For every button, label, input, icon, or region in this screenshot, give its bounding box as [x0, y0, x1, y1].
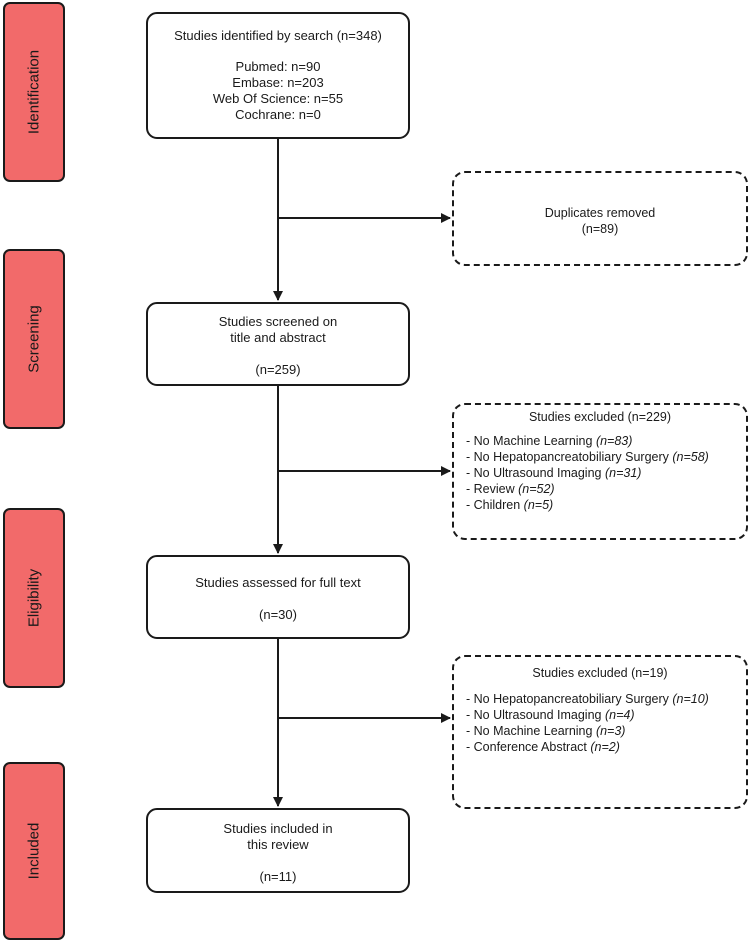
reason-label: - No Hepatopancreatobiliary Surgery	[466, 692, 673, 706]
excluded-fulltext-title: Studies excluded (n=19)	[532, 666, 668, 680]
phase-included: Included	[3, 762, 65, 940]
included-box: Studies included in this review (n=11)	[146, 808, 410, 893]
fulltext-box: Studies assessed for full text (n=30)	[146, 555, 410, 639]
reason-label: - Conference Abstract	[466, 740, 591, 754]
included-line-1: Studies included in	[223, 821, 333, 836]
phase-screening-label: Screening	[25, 305, 43, 373]
reason-label: - Review	[466, 482, 519, 496]
included-line-2: this review	[247, 837, 309, 852]
fulltext-count: (n=30)	[259, 607, 297, 622]
duplicates-count: (n=89)	[581, 222, 619, 236]
screened-count: (n=259)	[255, 362, 301, 377]
reason-label: - Children	[466, 498, 524, 512]
excluded-screening-list: - No Machine Learning (n=83) - No Hepato…	[454, 433, 746, 513]
excluded-fulltext-list: - No Hepatopancreatobiliary Surgery (n=1…	[454, 691, 746, 755]
source-cochrane: Cochrane: n=0	[235, 107, 321, 122]
exclusion-reason: - Conference Abstract (n=2)	[466, 739, 746, 755]
phase-eligibility: Eligibility	[3, 508, 65, 688]
identified-title: Studies identified by search (n=348)	[174, 28, 382, 43]
reason-label: - No Ultrasound Imaging	[466, 466, 605, 480]
duplicates-box: Duplicates removed (n=89)	[452, 171, 748, 266]
phase-identification: Identification	[3, 2, 65, 182]
reason-count: (n=2)	[590, 740, 620, 754]
reason-label: - No Ultrasound Imaging	[466, 708, 605, 722]
excluded-screening-box: Studies excluded (n=229) - No Machine Le…	[452, 403, 748, 540]
exclusion-reason: - No Ultrasound Imaging (n=4)	[466, 707, 746, 723]
reason-count: (n=4)	[604, 708, 635, 722]
screened-box: Studies screened on title and abstract (…	[146, 302, 410, 386]
reason-count: (n=3)	[595, 724, 626, 738]
exclusion-reason: - Children (n=5)	[466, 497, 746, 513]
reason-count: (n=31)	[604, 466, 642, 480]
exclusion-reason: - No Hepatopancreatobiliary Surgery (n=5…	[466, 449, 746, 465]
reason-count: (n=83)	[595, 434, 633, 448]
reason-label: - No Machine Learning	[466, 724, 596, 738]
exclusion-reason: - Review (n=52)	[466, 481, 746, 497]
reason-count: (n=5)	[523, 498, 554, 512]
reason-label: - No Machine Learning	[466, 434, 596, 448]
source-embase: Embase: n=203	[232, 75, 324, 90]
exclusion-reason: - No Hepatopancreatobiliary Surgery (n=1…	[466, 691, 746, 707]
phase-identification-label: Identification	[25, 49, 43, 135]
reason-count: (n=10)	[672, 692, 709, 706]
excluded-screening-title: Studies excluded (n=229)	[528, 410, 672, 424]
screened-line-1: Studies screened on	[218, 314, 338, 329]
phase-screening: Screening	[3, 249, 65, 429]
exclusion-reason: - No Machine Learning (n=3)	[466, 723, 746, 739]
included-count: (n=11)	[259, 869, 297, 884]
duplicates-title: Duplicates removed	[544, 206, 656, 220]
source-pubmed: Pubmed: n=90	[235, 59, 321, 74]
exclusion-reason: - No Machine Learning (n=83)	[466, 433, 746, 449]
exclusion-reason: - No Ultrasound Imaging (n=31)	[466, 465, 746, 481]
reason-count: (n=52)	[518, 482, 555, 496]
source-web-of-science: Web Of Science: n=55	[212, 91, 344, 106]
screened-line-2: title and abstract	[230, 330, 326, 345]
excluded-fulltext-box: Studies excluded (n=19) - No Hepatopancr…	[452, 655, 748, 809]
reason-count: (n=58)	[672, 450, 709, 464]
fulltext-title: Studies assessed for full text	[195, 575, 361, 590]
phase-eligibility-label: Eligibility	[25, 568, 43, 628]
reason-label: - No Hepatopancreatobiliary Surgery	[466, 450, 673, 464]
identified-box: Studies identified by search (n=348) Pub…	[146, 12, 410, 139]
phase-included-label: Included	[25, 822, 43, 880]
